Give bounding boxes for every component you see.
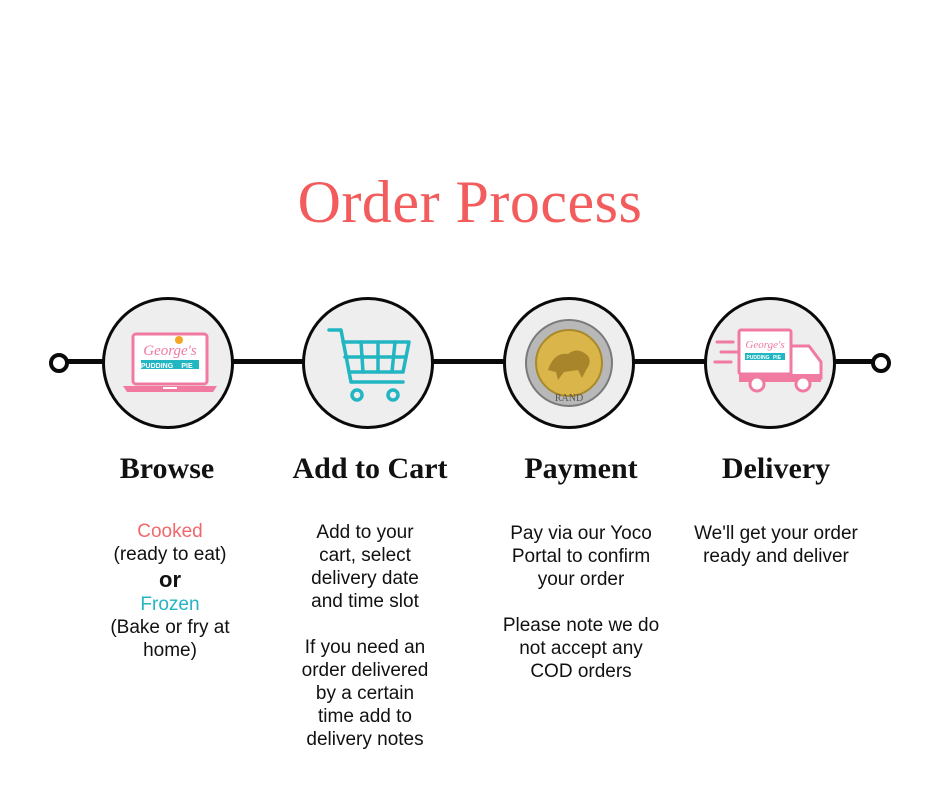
cart-line: cart, select	[319, 545, 411, 566]
shopping-cart-icon	[327, 328, 411, 402]
step-title-browse: Browse	[119, 452, 215, 485]
cart-note-line: time add to	[318, 706, 412, 727]
laptop-icon: George's PUDDING PIE	[123, 332, 217, 392]
or-label: or	[159, 567, 181, 592]
cooked-detail: (ready to eat)	[113, 544, 227, 565]
cart-line: Add to your	[316, 522, 414, 543]
payment-note-line: not accept any	[519, 638, 643, 659]
frozen-label: Frozen	[140, 594, 200, 615]
payment-line: Portal to confirm	[511, 546, 651, 567]
add-to-cart-description: Add to your cart, select delivery date a…	[270, 521, 460, 751]
add-to-cart-circle	[302, 297, 434, 429]
coin-rand-text: RAND	[555, 393, 583, 404]
truck-logo-george: George's	[745, 339, 784, 351]
delivery-line: ready and deliver	[703, 546, 849, 567]
cart-note-line: If you need an	[304, 637, 426, 658]
truck-logo-pudding: PUDDING	[746, 355, 769, 361]
cart-note-line: order delivered	[301, 660, 429, 681]
payment-line: your order	[537, 569, 625, 590]
cart-line: and time slot	[311, 591, 419, 612]
payment-note-line: Please note we do	[502, 615, 660, 636]
frozen-detail-1: (Bake or fry at	[110, 617, 230, 638]
frozen-detail-2: home)	[143, 640, 197, 661]
page-title: Order Process	[297, 169, 643, 235]
logo-word-pie: PIE	[181, 363, 193, 370]
timeline-line	[57, 359, 882, 364]
logo-word-george: George's	[143, 343, 197, 359]
payment-note-line: COD orders	[530, 661, 632, 682]
coin-icon: RAND	[525, 319, 613, 407]
browse-description: Cooked (ready to eat) or Frozen (Bake or…	[75, 520, 265, 662]
step-title-payment: Payment	[524, 452, 638, 485]
delivery-circle: George's PUDDING PIE	[704, 297, 836, 429]
browse-circle: George's PUDDING PIE	[102, 297, 234, 429]
step-title-delivery: Delivery	[721, 452, 831, 485]
delivery-line: We'll get your order	[694, 523, 858, 544]
cooked-label: Cooked	[137, 521, 203, 542]
cart-note-line: by a certain	[315, 683, 415, 704]
step-title-add-to-cart: Add to Cart	[292, 452, 448, 485]
truck-logo-pie: PIE	[773, 355, 782, 361]
logo-word-pudding: PUDDING	[141, 363, 174, 370]
cart-note-line: delivery notes	[306, 729, 424, 750]
delivery-truck-icon: George's PUDDING PIE	[713, 328, 823, 393]
cart-line: delivery date	[311, 568, 419, 589]
payment-description: Pay via our Yoco Portal to confirm your …	[486, 522, 676, 683]
delivery-description: We'll get your order ready and deliver	[671, 522, 881, 568]
timeline-end-dot	[871, 353, 891, 373]
payment-circle: RAND	[503, 297, 635, 429]
payment-line: Pay via our Yoco	[510, 523, 652, 544]
timeline-start-dot	[49, 353, 69, 373]
